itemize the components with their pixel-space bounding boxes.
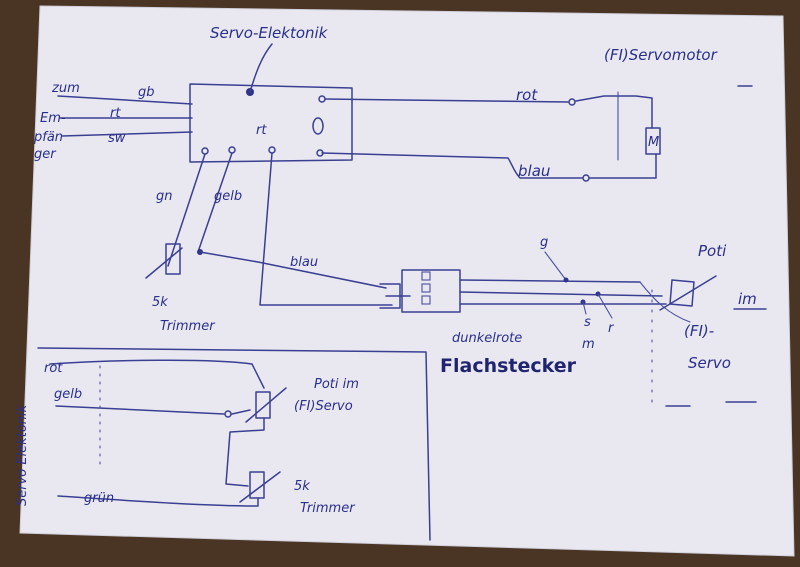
- poti-arrow: [659, 275, 717, 311]
- label-em: Em-: [40, 111, 66, 126]
- bottom-label-poti-2: (FI)Servo: [294, 399, 353, 414]
- label-rot: rot: [516, 86, 538, 104]
- label-flachstecker: Flachstecker: [440, 355, 577, 377]
- label-servo-elektonik: Servo-Elektonik: [210, 24, 329, 42]
- wire-poti-return: [639, 281, 691, 323]
- wire-blau-to-motor: [589, 153, 657, 179]
- trimmer-symbol: [165, 243, 181, 275]
- wire-to-poti-2: [459, 291, 663, 297]
- wire-motor-rot: [324, 98, 569, 103]
- label-leader-s: [582, 301, 587, 315]
- motor-symbol: [645, 127, 661, 155]
- label-trimmer: Trimmer: [160, 319, 216, 334]
- label-servo: Servo: [688, 354, 731, 372]
- trimmer-arrow: [145, 247, 183, 279]
- label-wire-g: g: [540, 235, 548, 250]
- wire-rot-to-motor: [575, 95, 653, 129]
- wire-motor-blau: [321, 152, 583, 179]
- connector-slot-3: [421, 295, 431, 305]
- label-sw: sw: [108, 131, 126, 146]
- terminal-rot: [568, 98, 576, 106]
- bottom-wire-poti-to-trimmer: [225, 417, 265, 487]
- bottom-label-servo-elektonik: Servo Elektonik: [15, 404, 30, 506]
- label-leader-r: [597, 293, 613, 319]
- label-blau-mid: blau: [290, 255, 318, 270]
- label-5k: 5k: [152, 295, 168, 310]
- label-wire-r: r: [608, 321, 615, 336]
- wire-receiver-gb: [57, 95, 193, 105]
- connector-slot-2: [421, 283, 431, 293]
- connector-body: [401, 269, 461, 313]
- bottom-node-gelb: [224, 410, 232, 418]
- wire-receiver-sw: [61, 131, 193, 137]
- label-im: im: [738, 290, 757, 308]
- bottom-wire-grun: [57, 495, 259, 507]
- wire-to-poti-1: [459, 279, 641, 283]
- label-rt-in: rt: [110, 106, 121, 121]
- servo-pointer-line: [249, 43, 273, 93]
- label-pfan: pfän: [33, 130, 63, 145]
- bottom-trimmer-symbol: [249, 471, 265, 499]
- bottom-poti-arrow: [245, 387, 287, 423]
- label-zum: zum: [51, 81, 80, 96]
- servo-electronics-box: [189, 83, 353, 163]
- bottom-label-rot: rot: [44, 361, 63, 376]
- label-gn: gn: [156, 189, 173, 204]
- bottom-label-gelb: gelb: [54, 387, 82, 402]
- terminal-blau: [582, 174, 590, 182]
- bottom-label-5k: 5k: [294, 479, 310, 494]
- label-rt-top: rt: [256, 123, 267, 138]
- bottom-label-poti-1: Poti im: [314, 377, 359, 392]
- wire-gn: [167, 153, 206, 267]
- label-fi-paren: (FI)-: [684, 322, 714, 340]
- label-gb: gb: [138, 85, 155, 100]
- wire-blau-mid: [199, 251, 387, 289]
- label-wire-s: s: [584, 315, 591, 330]
- label-ger: ger: [34, 147, 57, 162]
- node-g: [563, 277, 569, 283]
- label-wire-m: m: [582, 337, 595, 352]
- label-leader-g: [544, 251, 567, 281]
- label-dunkelrote: dunkelrote: [452, 331, 522, 346]
- bottom-label-grun: grün: [84, 491, 114, 506]
- connector-slot-1: [421, 271, 431, 281]
- bottom-wire-gelb: [55, 405, 225, 415]
- bottom-wire-gelb-to-poti: [231, 409, 251, 415]
- wire-rt-down: [259, 152, 393, 306]
- wire-gelb: [197, 152, 233, 253]
- terminal-mid: [312, 117, 324, 135]
- bottom-poti-symbol: [255, 391, 271, 419]
- poti-symbol: [669, 279, 695, 307]
- paper-sheet: [19, 5, 795, 557]
- label-motor-m: M: [648, 135, 659, 150]
- label-poti: Poti: [698, 242, 727, 260]
- label-gelb: gelb: [214, 189, 242, 204]
- bottom-wire-rot: [49, 359, 265, 389]
- label-blau-top: blau: [518, 162, 550, 180]
- bottom-trimmer-arrow: [239, 471, 281, 503]
- bottom-label-trimmer: Trimmer: [300, 501, 356, 516]
- bottom-box-frame: [37, 347, 431, 541]
- label-fi-servomotor: (FI)Servomotor: [604, 46, 718, 64]
